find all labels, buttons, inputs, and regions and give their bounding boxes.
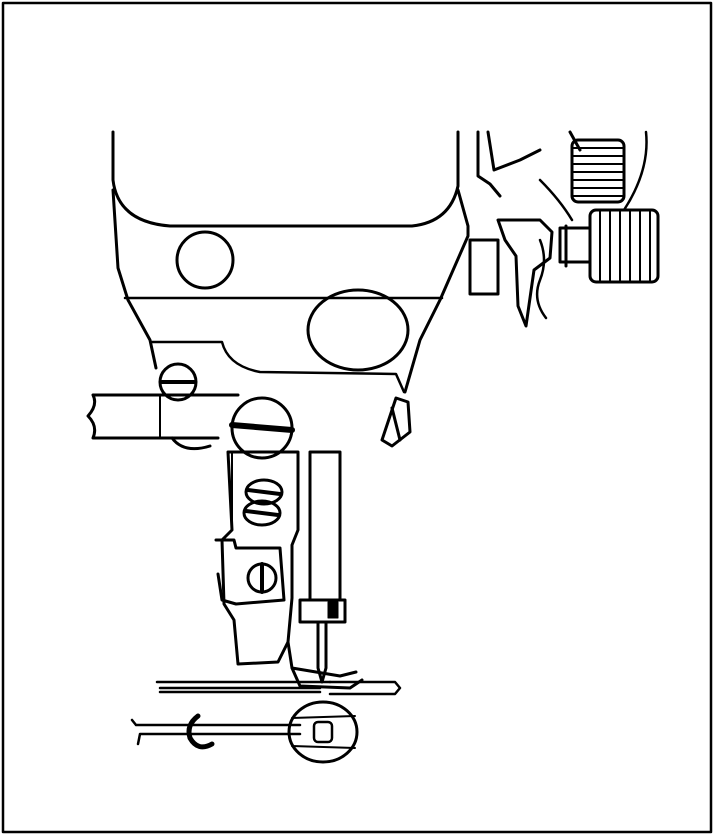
presser-foot-holder bbox=[220, 450, 300, 666]
bobbin-case bbox=[287, 700, 359, 764]
needle-bar-clamp bbox=[298, 598, 347, 624]
hook-shaft bbox=[130, 718, 302, 746]
bobbin-spoke-top bbox=[291, 715, 356, 719]
machine-head-front-panel bbox=[111, 130, 460, 228]
presser-bar-screw-slot bbox=[229, 422, 295, 433]
presser-bar bbox=[86, 393, 240, 440]
needle-bar bbox=[308, 450, 342, 602]
needle-clamp-screw bbox=[327, 601, 339, 619]
holder-screw-bottom-slot bbox=[244, 509, 280, 517]
holder-screw-bottom bbox=[242, 499, 282, 527]
thread-guide-stem bbox=[476, 130, 582, 198]
hook-collar bbox=[186, 713, 215, 750]
thread-path-arc bbox=[538, 130, 648, 222]
side-screw-slot bbox=[390, 406, 402, 442]
tension-dial-lower-ridges bbox=[599, 209, 651, 283]
feed-dog-tip bbox=[328, 680, 402, 696]
bobbin-center bbox=[312, 720, 334, 744]
tension-dial-upper-ridges bbox=[571, 147, 625, 197]
tension-stud bbox=[558, 224, 592, 268]
lower-body-outline bbox=[150, 340, 406, 394]
bobbin-spoke-bottom bbox=[291, 745, 356, 749]
machine-head-casing bbox=[111, 188, 470, 394]
holder-screw-top-slot bbox=[246, 488, 282, 496]
face-plate-cap bbox=[306, 288, 410, 372]
tension-spring bbox=[535, 238, 548, 320]
thread-takeup-arm bbox=[496, 218, 554, 328]
foot-ankle-block bbox=[214, 538, 286, 606]
thread-guide-block bbox=[468, 238, 500, 296]
upper-oil-plug bbox=[175, 230, 235, 290]
head-screw-lower bbox=[170, 436, 212, 451]
holder-screw-top bbox=[244, 478, 284, 506]
presser-foot bbox=[286, 640, 364, 690]
